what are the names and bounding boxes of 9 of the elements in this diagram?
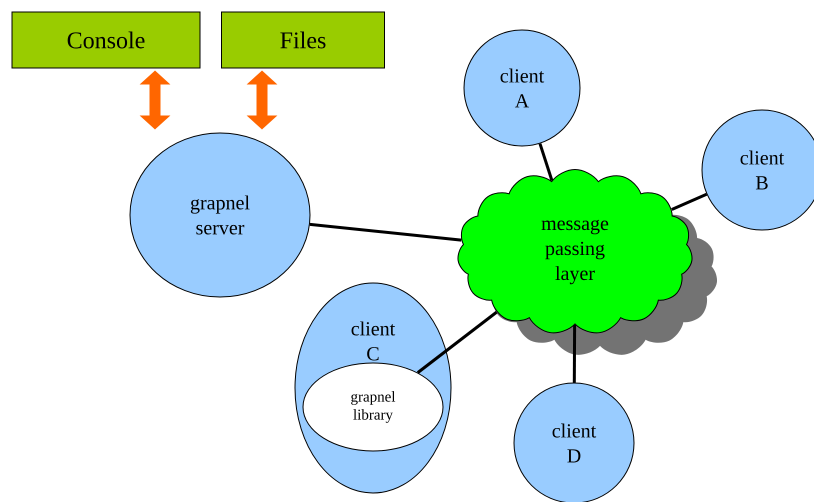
label-box: Files — [221, 12, 385, 68]
connector-line — [572, 325, 576, 382]
connector-line — [538, 143, 554, 181]
label-box: Console — [12, 12, 200, 68]
connector-line — [671, 192, 708, 211]
connector-line — [310, 222, 462, 242]
ellipse-node: grapnel library — [302, 362, 444, 452]
connector-line — [416, 310, 498, 374]
ellipse-node: grapnel server — [130, 132, 310, 298]
